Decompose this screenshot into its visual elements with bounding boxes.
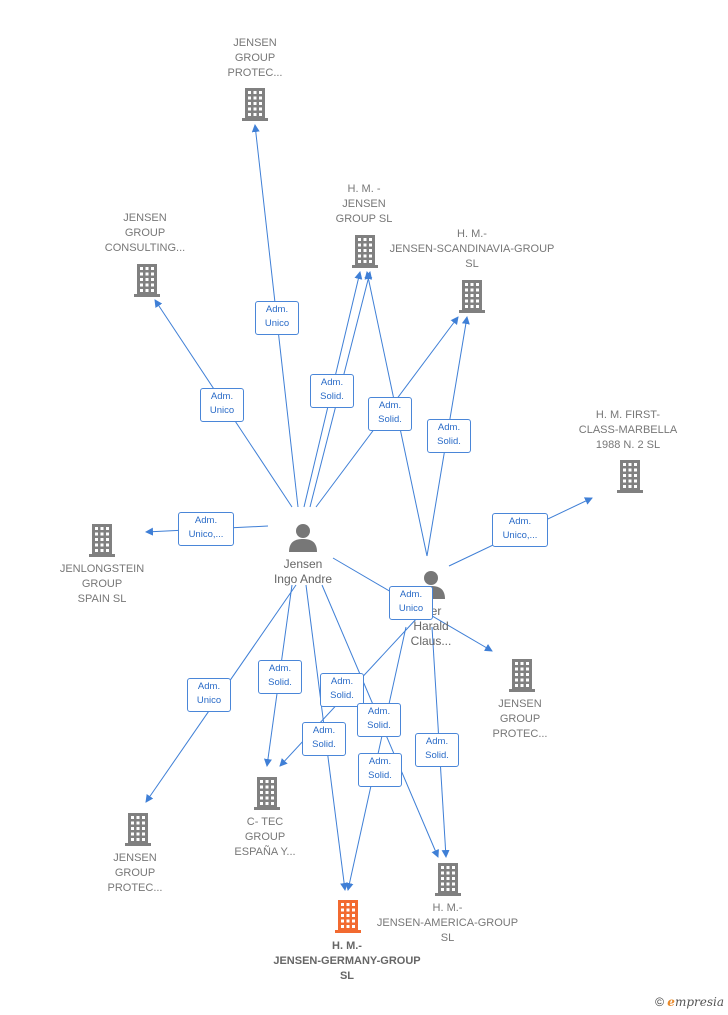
person-label: Jensen Ingo Andre [273, 557, 333, 586]
company-label: H. M.- JENSEN-AMERICA-GROUP SL [376, 902, 519, 944]
company-label: H. M.- JENSEN-SCANDINAVIA-GROUP SL [389, 228, 555, 270]
building-icon[interactable] [239, 86, 271, 127]
brand-logo: empresia [667, 995, 724, 1009]
edge-label[interactable]: Adm. Solid. [358, 753, 402, 787]
edge-label[interactable]: Adm. Unico [255, 301, 299, 335]
person-node-jensen-ingo-andre[interactable]: Jensen Ingo Andre [260, 522, 346, 587]
edge-label[interactable]: Adm. Unico [187, 678, 231, 712]
building-icon[interactable] [456, 278, 488, 319]
building-icon[interactable] [349, 233, 381, 274]
edge-label[interactable]: Adm. Solid. [415, 733, 459, 767]
edge-label[interactable]: Adm. Unico,... [178, 512, 234, 546]
company-label: JENSEN GROUP PROTEC... [492, 698, 548, 740]
building-icon[interactable] [614, 458, 646, 499]
company-label: C- TEC GROUP ESPAÑA Y... [234, 816, 296, 858]
building-icon[interactable] [131, 262, 163, 303]
company-label: JENSEN GROUP PROTEC... [107, 852, 163, 894]
edge-label[interactable]: Adm. Solid. [302, 722, 346, 756]
edge-label[interactable]: Adm. Solid. [258, 660, 302, 694]
edge-label[interactable]: Adm. Solid. [368, 397, 412, 431]
edge-label[interactable]: Adm. Solid. [357, 703, 401, 737]
building-icon[interactable] [86, 522, 118, 563]
edge-label[interactable]: Adm. Unico [389, 586, 433, 620]
company-label: JENSEN GROUP PROTEC... [227, 37, 283, 79]
building-icon[interactable] [122, 811, 154, 852]
company-label: JENSEN GROUP CONSULTING... [104, 212, 186, 254]
building-icon[interactable] [251, 775, 283, 816]
edge-label[interactable]: Adm. Unico,... [492, 513, 548, 547]
company-label: H. M. FIRST- CLASS-MARBELLA 1988 N. 2 SL [578, 409, 678, 451]
building-icon[interactable] [432, 861, 464, 902]
edge-label[interactable]: Adm. Unico [200, 388, 244, 422]
empresia-watermark: © empresia [655, 995, 724, 1009]
copyright-icon: © [655, 995, 664, 1009]
company-label-main: H. M.- JENSEN-GERMANY-GROUP SL [273, 940, 421, 982]
building-icon[interactable] [506, 657, 538, 698]
company-label: H. M. - JENSEN GROUP SL [335, 183, 393, 225]
building-icon[interactable] [332, 898, 364, 939]
edge-label[interactable]: Adm. Solid. [427, 419, 471, 453]
person-icon [289, 524, 317, 552]
company-label: JENLONGSTEIN GROUP SPAIN SL [59, 563, 145, 605]
edge-label[interactable]: Adm. Solid. [320, 673, 364, 707]
edge-label[interactable]: Adm. Solid. [310, 374, 354, 408]
